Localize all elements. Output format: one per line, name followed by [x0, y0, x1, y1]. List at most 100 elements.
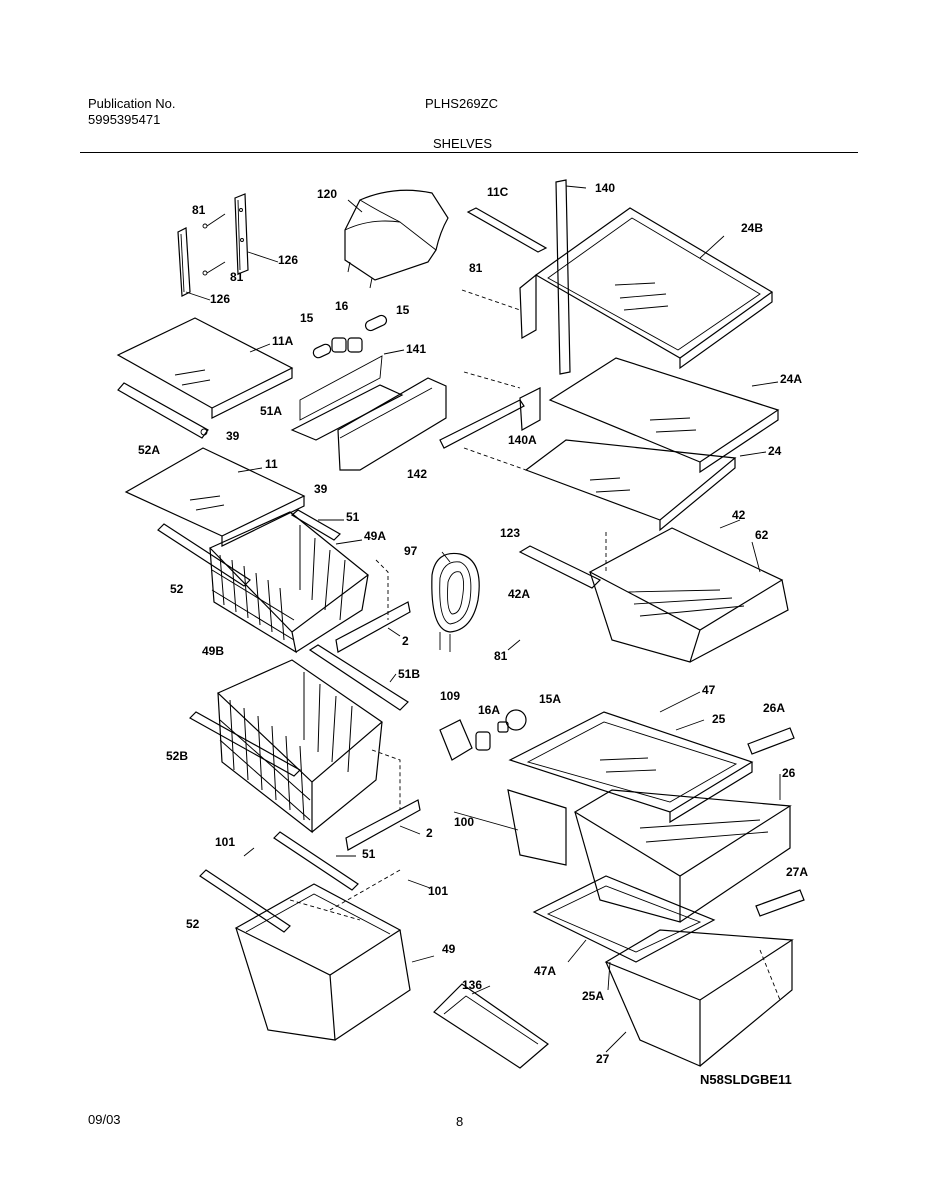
callout: 2 — [402, 634, 409, 648]
callout: 140A — [508, 433, 537, 447]
callout: 101 — [215, 835, 235, 849]
drawer-front-142 — [337, 377, 447, 471]
footer-page-number: 8 — [456, 1114, 464, 1129]
callout: 39 — [314, 482, 328, 496]
wire-basket-49a — [208, 511, 369, 654]
callout: 100 — [454, 815, 474, 829]
bulb-15a — [497, 709, 527, 733]
cover-136 — [433, 983, 549, 1069]
light-housing-109 — [439, 719, 473, 761]
socket-16a — [475, 731, 491, 751]
callout: 24A — [780, 372, 802, 386]
callout: 49B — [202, 644, 224, 658]
callout: 27A — [786, 865, 808, 879]
slide-42a — [518, 545, 602, 589]
shelf-24 — [524, 439, 737, 532]
callout: 81 — [469, 261, 483, 275]
heater-coil-97 — [431, 552, 480, 652]
callout: 2 — [426, 826, 433, 840]
callout: 126 — [278, 253, 298, 267]
callout: 15 — [300, 311, 314, 325]
diagram-code: N58SLDGBE11 — [700, 1072, 792, 1087]
callout: 81 — [230, 270, 244, 284]
publication-number: 5995395471 — [88, 112, 161, 127]
support-140a — [439, 399, 525, 449]
callout: 15A — [539, 692, 561, 706]
rail-52-lower — [199, 869, 291, 933]
callout: 24 — [768, 444, 782, 458]
callout: 52B — [166, 749, 188, 763]
callout: 16A — [478, 703, 500, 717]
callout: 101 — [428, 884, 448, 898]
callout: 120 — [317, 187, 337, 201]
callout: 51 — [346, 510, 360, 524]
header-divider — [80, 152, 858, 153]
callout: 47 — [702, 683, 716, 697]
callout: 27 — [596, 1052, 610, 1066]
callout: 24B — [741, 221, 763, 235]
callout: 81 — [494, 649, 508, 663]
callout: 11C — [487, 185, 509, 199]
bracket-126-upper — [234, 193, 249, 275]
rail-52b — [189, 711, 301, 777]
drawer-27 — [604, 929, 794, 1067]
rail-51-lower — [273, 831, 359, 891]
rail-52a — [117, 382, 209, 439]
model-number: PLHS269ZC — [425, 96, 498, 111]
screw-81-set — [202, 213, 226, 276]
publication-label: Publication No. — [88, 96, 176, 111]
callout: 81 — [192, 203, 206, 217]
shelf-24b — [519, 207, 774, 370]
callout: 51A — [260, 404, 282, 418]
shelf-11a — [116, 317, 294, 419]
callout: 39 — [226, 429, 240, 443]
callout: 109 — [440, 689, 460, 703]
callout: 52 — [186, 917, 200, 931]
callout: 136 — [462, 978, 482, 992]
bracket-126-lower — [177, 227, 191, 297]
trim-2-lower — [345, 799, 421, 851]
callout: 51B — [398, 667, 420, 681]
crisper-cover-47a — [532, 875, 716, 963]
callout: 26A — [763, 701, 785, 715]
callout: 140 — [595, 181, 615, 195]
rail-51 — [290, 509, 341, 541]
bracket-11c — [466, 207, 548, 253]
callout: 52 — [170, 582, 184, 596]
callout: 51 — [362, 847, 376, 861]
callout: 126 — [210, 292, 230, 306]
callout: 25A — [582, 989, 604, 1003]
panel-100 — [507, 789, 567, 866]
shelf-24a — [519, 357, 780, 474]
wire-basket-49b — [216, 659, 383, 834]
door-bin-120 — [344, 189, 449, 289]
cover-141 — [290, 355, 404, 441]
callout: 52A — [138, 443, 160, 457]
callout: 97 — [404, 544, 418, 558]
trim-2-upper — [335, 601, 411, 653]
callout: 47A — [534, 964, 556, 978]
callout: 142 — [407, 467, 427, 481]
rail-52 — [157, 523, 251, 587]
callout: 141 — [406, 342, 426, 356]
section-title: SHELVES — [433, 136, 493, 151]
freezer-pan-49 — [234, 883, 411, 1041]
leader-lines — [185, 185, 781, 1053]
shelf-11 — [124, 447, 306, 547]
callout: 16 — [335, 299, 349, 313]
callout: 49A — [364, 529, 386, 543]
callout: 25 — [712, 712, 726, 726]
callout: 49 — [442, 942, 456, 956]
clip-27a — [755, 889, 805, 917]
callout: 123 — [500, 526, 520, 540]
clip-26a — [747, 727, 795, 755]
callout: 42A — [508, 587, 530, 601]
crisper-62 — [588, 527, 789, 663]
rail-51b — [308, 644, 409, 711]
assembly-guide-lines — [289, 289, 781, 1001]
callout: 15 — [396, 303, 410, 317]
callout-labels: 81 120 11C 140 126 81 24B 126 81 15 16 1… — [138, 181, 808, 1066]
drawer-26 — [573, 789, 792, 923]
callout: 62 — [755, 528, 769, 542]
